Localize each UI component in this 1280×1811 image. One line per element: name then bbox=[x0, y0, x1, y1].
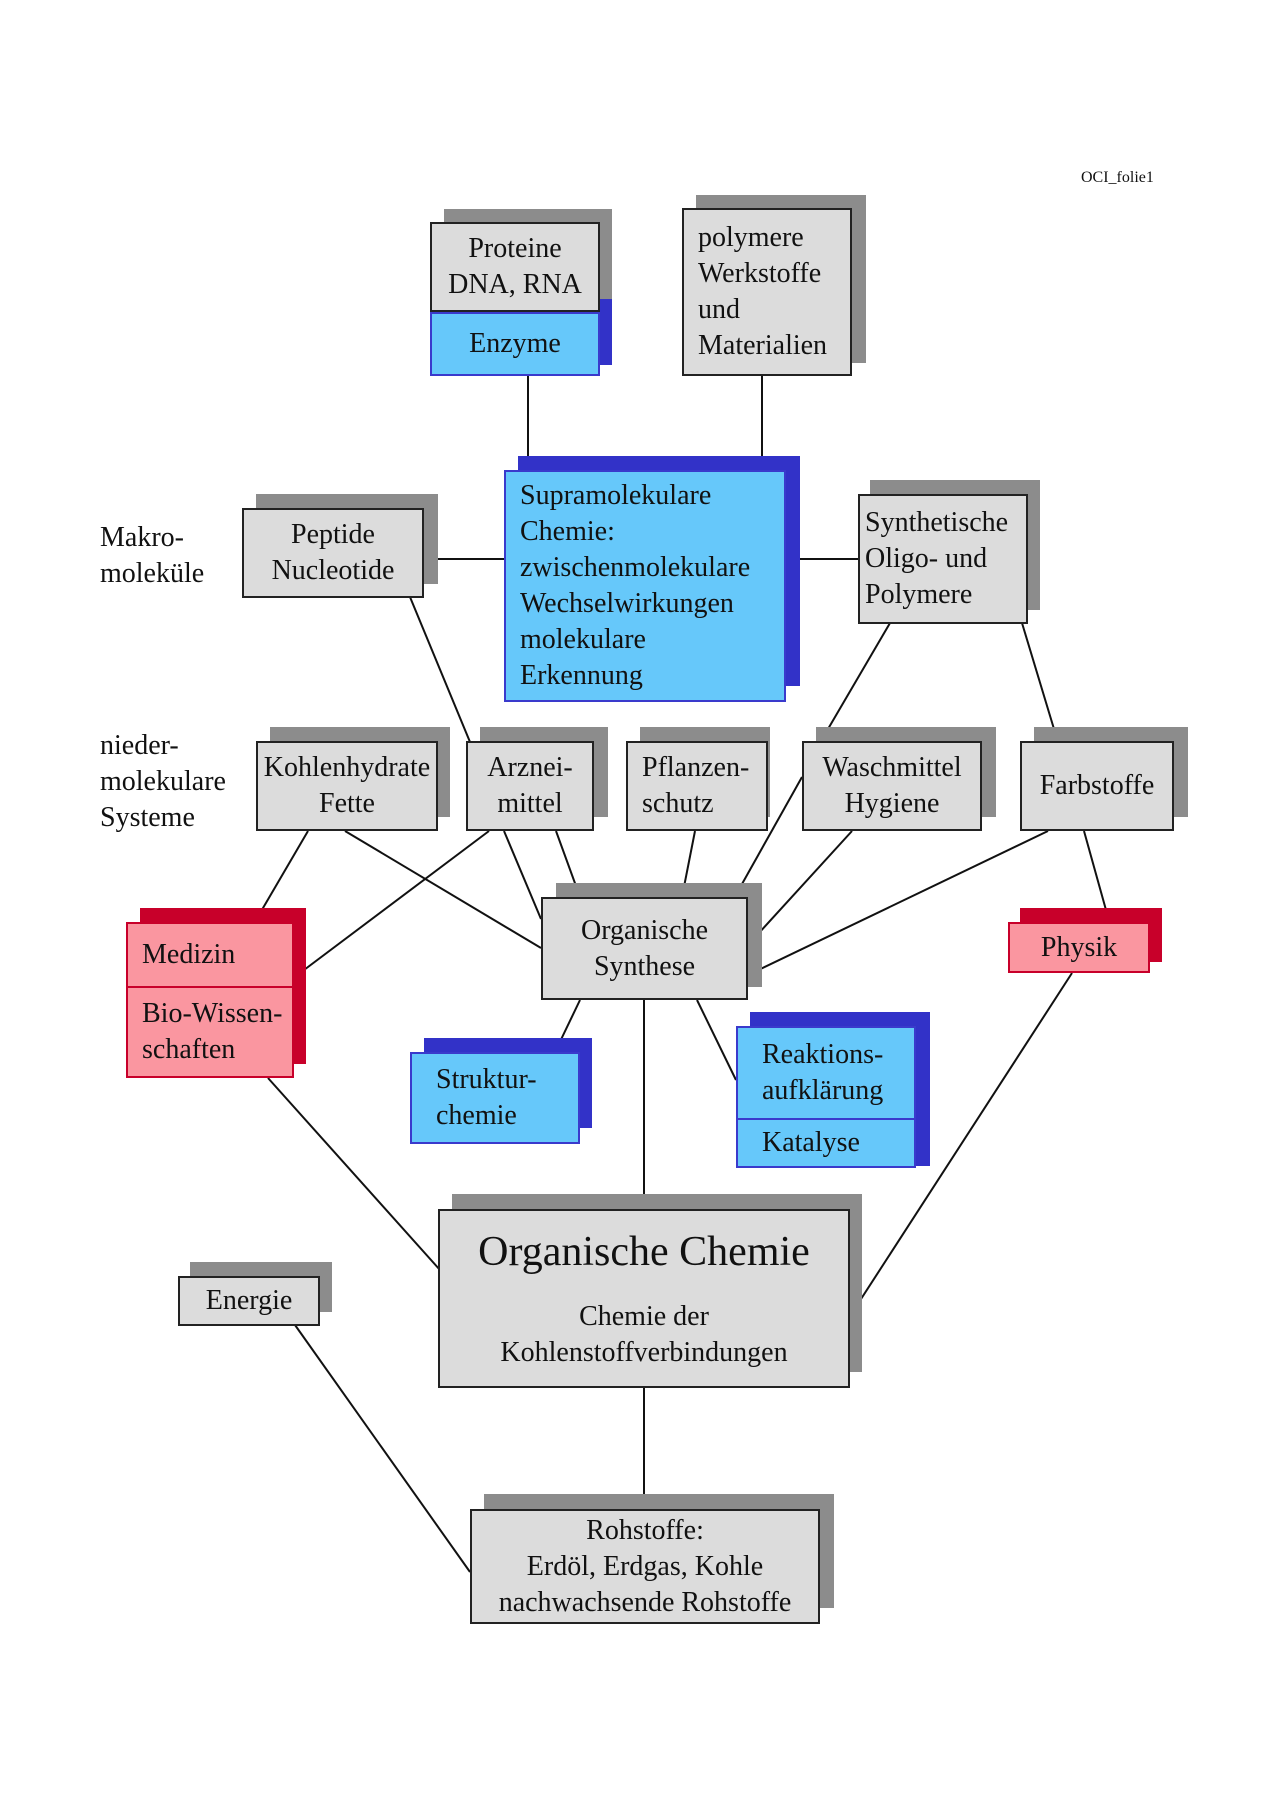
link-synthese-reaktions bbox=[696, 999, 737, 1081]
box-waschmittel-hygiene: Waschmittel Hygiene bbox=[802, 741, 982, 831]
box-organische-chemie: Organische Chemie Chemie der Kohlenstoff… bbox=[438, 1209, 850, 1388]
box-medizin: Medizin bbox=[126, 922, 294, 988]
box-polymere-werkstoffe: polymere Werkstoffe und Materialien bbox=[682, 208, 852, 376]
box-physik: Physik bbox=[1008, 922, 1150, 973]
link-waschmittel-synthese-1 bbox=[741, 776, 803, 885]
box-organische-synthese: Organische Synthese bbox=[541, 897, 748, 1000]
link-physik-oc bbox=[849, 972, 1073, 1317]
link-kohlenhydrate-synthese bbox=[344, 830, 542, 949]
link-peptide-arznei bbox=[409, 596, 471, 743]
box-arzneimittel: Arznei- mittel bbox=[466, 741, 594, 831]
box-strukturchemie: Struktur- chemie bbox=[410, 1052, 580, 1144]
link-farbstoffe-physik bbox=[1083, 830, 1107, 911]
link-farbstoffe-synthese bbox=[747, 830, 1049, 976]
link-waschmittel-synthese-2 bbox=[747, 830, 853, 946]
link-arznei-synthese-1 bbox=[503, 830, 542, 920]
label-niedermolekulare-systeme: nieder- molekulare Systeme bbox=[100, 730, 226, 833]
box-reaktionsaufklaerung: Reaktions- aufklärung bbox=[736, 1026, 916, 1120]
link-synthetische-waschmittel bbox=[827, 622, 891, 730]
box-peptide-nucleotide: Peptide Nucleotide bbox=[242, 508, 424, 598]
box-rohstoffe: Rohstoffe: Erdöl, Erdgas, Kohle nachwach… bbox=[470, 1509, 820, 1624]
box-pflanzenschutz: Pflanzen- schutz bbox=[626, 741, 768, 831]
box-synthetische-polymere: Synthetische Oligo- und Polymere bbox=[858, 494, 1028, 624]
label-makromolekuele: Makro- moleküle bbox=[100, 522, 205, 589]
box-supramolekulare-chemie: Supramolekulare Chemie: zwischenmolekula… bbox=[504, 470, 786, 702]
link-kohlenhydrate-medizin bbox=[255, 830, 309, 921]
box-enzyme: Enzyme bbox=[430, 312, 600, 376]
box-bio-wissenschaften: Bio-Wissen- schaften bbox=[126, 986, 294, 1078]
link-energie-rohstoffe bbox=[294, 1324, 471, 1573]
box-farbstoffe: Farbstoffe bbox=[1020, 741, 1174, 831]
organische-chemie-title: Organische Chemie bbox=[478, 1228, 810, 1275]
link-bio-oc bbox=[267, 1077, 441, 1271]
slide-reference: OCI_folie1 bbox=[1081, 169, 1154, 186]
box-energie: Energie bbox=[178, 1276, 320, 1326]
box-katalyse: Katalyse bbox=[736, 1118, 916, 1168]
link-arznei-medizin bbox=[291, 830, 490, 980]
link-synthetische-farbstoffe bbox=[1021, 622, 1055, 730]
box-kohlenhydrate-fette: Kohlenhydrate Fette bbox=[256, 741, 438, 831]
box-proteine-dna-rna: Proteine DNA, RNA bbox=[430, 222, 600, 312]
